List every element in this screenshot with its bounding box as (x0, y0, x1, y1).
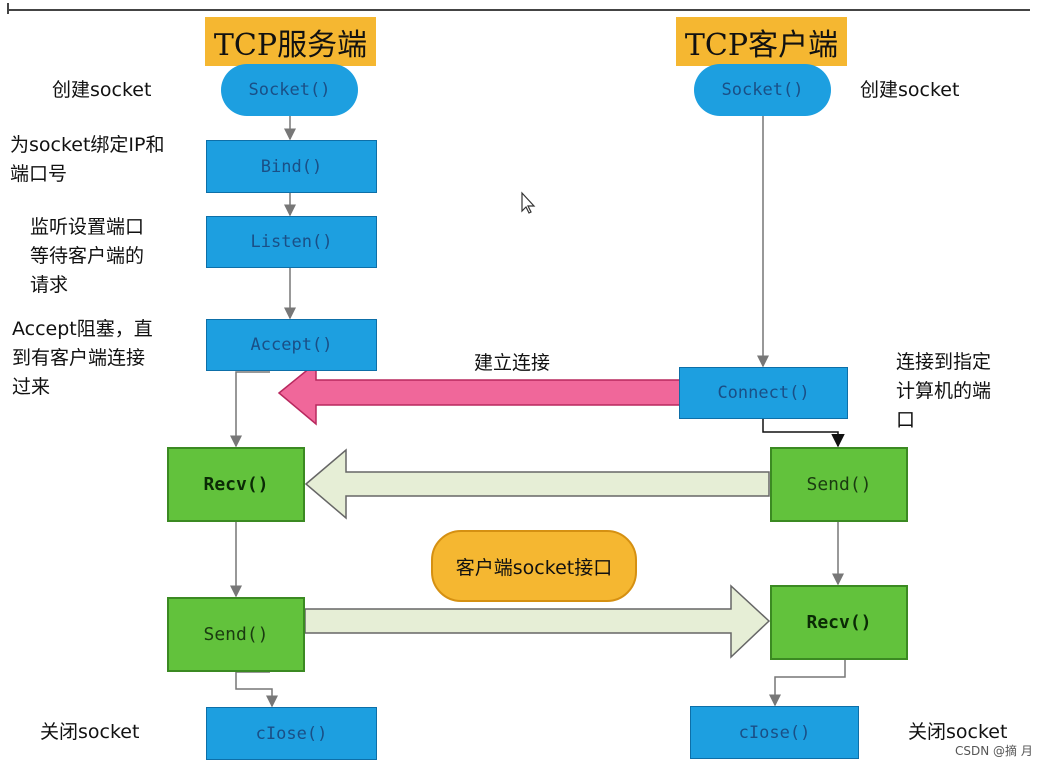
client-connect-node: Connect() (679, 367, 848, 419)
client-close-node: cIose() (690, 706, 859, 759)
client-title: TCP客户端 (676, 17, 847, 66)
client-recv-node: Recv() (770, 585, 908, 660)
note-connect-line1: 连接到指定 (896, 351, 992, 373)
note-accept-line2: 到有客户端连接 (12, 347, 146, 369)
server-bind-node: Bind() (206, 140, 377, 193)
note-bind-line1: 为socket绑定IP和 (10, 134, 165, 156)
server-listen-node: Listen() (206, 216, 377, 268)
send-to-recv-arrow (304, 448, 770, 520)
note-server-create: 创建socket (52, 79, 152, 101)
client-socket-interface-pill: 客户端socket接口 (431, 530, 637, 602)
note-connect-line2: 计算机的端 (896, 380, 992, 402)
note-connect-line3: 口 (896, 409, 916, 431)
note-client-close: 关闭socket (908, 721, 1008, 743)
client-recv-to-close (769, 660, 846, 707)
establish-connection-label: 建立连接 (474, 352, 551, 374)
csdn-credit: CSDN @摘 月 (955, 744, 1033, 758)
mouse-cursor-icon (521, 191, 536, 214)
note-listen: 监听设置端口 等待客户端的 请求 (30, 213, 144, 300)
note-listen-line2: 等待客户端的 (30, 245, 145, 267)
client-send-node: Send() (770, 447, 908, 522)
server-close-node: cIose() (206, 707, 377, 760)
note-bind: 为socket绑定IP和 端口号 (10, 131, 165, 189)
client-socket-node: Socket() (694, 64, 831, 116)
server-accept-to-recv (230, 371, 270, 448)
server-send-to-close (235, 671, 278, 708)
server-title: TCP服务端 (205, 17, 376, 66)
server-socket-node: Socket() (221, 64, 358, 116)
note-accept-line3: 过来 (12, 376, 51, 398)
note-connect: 连接到指定 计算机的端 口 (896, 348, 991, 435)
note-client-create: 创建socket (860, 79, 960, 101)
note-bind-line2: 端口号 (10, 163, 68, 185)
note-accept-line1: Accept阻塞，直 (12, 318, 153, 340)
note-listen-line3: 请求 (30, 274, 69, 296)
note-listen-line1: 监听设置端口 (30, 216, 145, 238)
client-connect-to-send (762, 419, 845, 448)
recv-to-send-arrow (304, 584, 771, 659)
server-send-node: Send() (167, 597, 305, 672)
server-recv-to-send (230, 520, 270, 598)
server-accept-node: Accept() (206, 319, 377, 371)
note-server-close: 关闭socket (40, 721, 140, 743)
note-accept: Accept阻塞，直 到有客户端连接 过来 (12, 315, 153, 402)
server-recv-node: Recv() (167, 447, 305, 522)
